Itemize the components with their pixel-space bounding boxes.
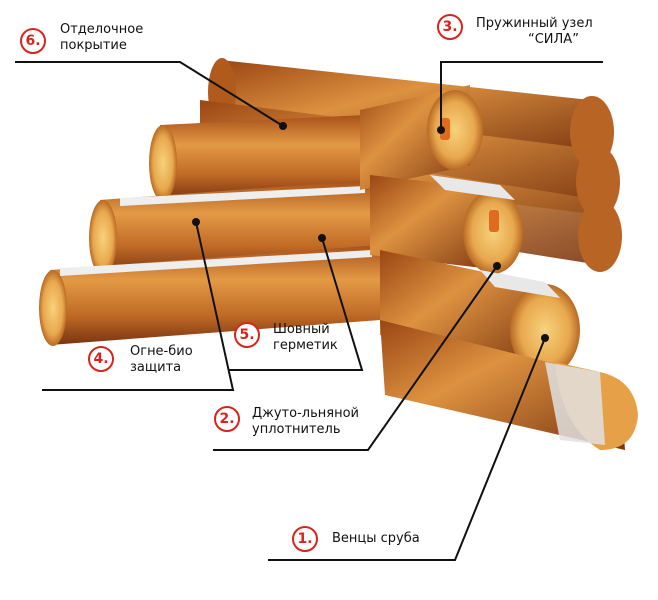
callout-1-badge: 1. bbox=[292, 526, 318, 552]
callout-6-label: Отделочное покрытие bbox=[60, 22, 143, 54]
callout-6-line-1: Отделочное bbox=[60, 22, 144, 37]
callout-4-line-2: защита bbox=[130, 360, 182, 375]
callout-3-badge: 3. bbox=[437, 14, 463, 40]
callout-3-label: Пружинный узел “СИЛА” bbox=[476, 16, 593, 48]
callout-6-line-2: покрытие bbox=[60, 38, 127, 53]
callout-1-label: Венцы сруба bbox=[332, 531, 420, 547]
corner-logs bbox=[360, 85, 638, 450]
callout-6-badge: 6. bbox=[20, 28, 46, 54]
callout-2-line-2: уплотнитель bbox=[252, 422, 341, 437]
callout-2-label: Джуто-льняной уплотнитель bbox=[252, 406, 359, 438]
leader-dots bbox=[192, 122, 549, 342]
callout-5-line-1: Шовный bbox=[273, 322, 330, 337]
callout-4-label: Огне-био защита bbox=[130, 344, 193, 376]
callout-1-line-1: Венцы сруба bbox=[332, 531, 420, 546]
callout-5-badge: 5. bbox=[234, 322, 260, 348]
callout-3-line-1: Пружинный узел bbox=[476, 16, 593, 31]
callout-4-badge: 4. bbox=[88, 346, 114, 372]
front-wall-logs bbox=[39, 115, 383, 346]
spring-unit-icon bbox=[489, 210, 499, 232]
callout-2-line-1: Джуто-льняной bbox=[252, 406, 359, 421]
callout-5-line-2: герметик bbox=[273, 338, 338, 353]
callout-5-label: Шовный герметик bbox=[273, 322, 338, 354]
callout-2-badge: 2. bbox=[214, 406, 240, 432]
callout-4-line-1: Огне-био bbox=[130, 344, 193, 359]
leader-lines bbox=[15, 61, 603, 561]
spring-unit-icon bbox=[440, 118, 450, 140]
callout-3-line-2: “СИЛА” bbox=[528, 32, 579, 47]
